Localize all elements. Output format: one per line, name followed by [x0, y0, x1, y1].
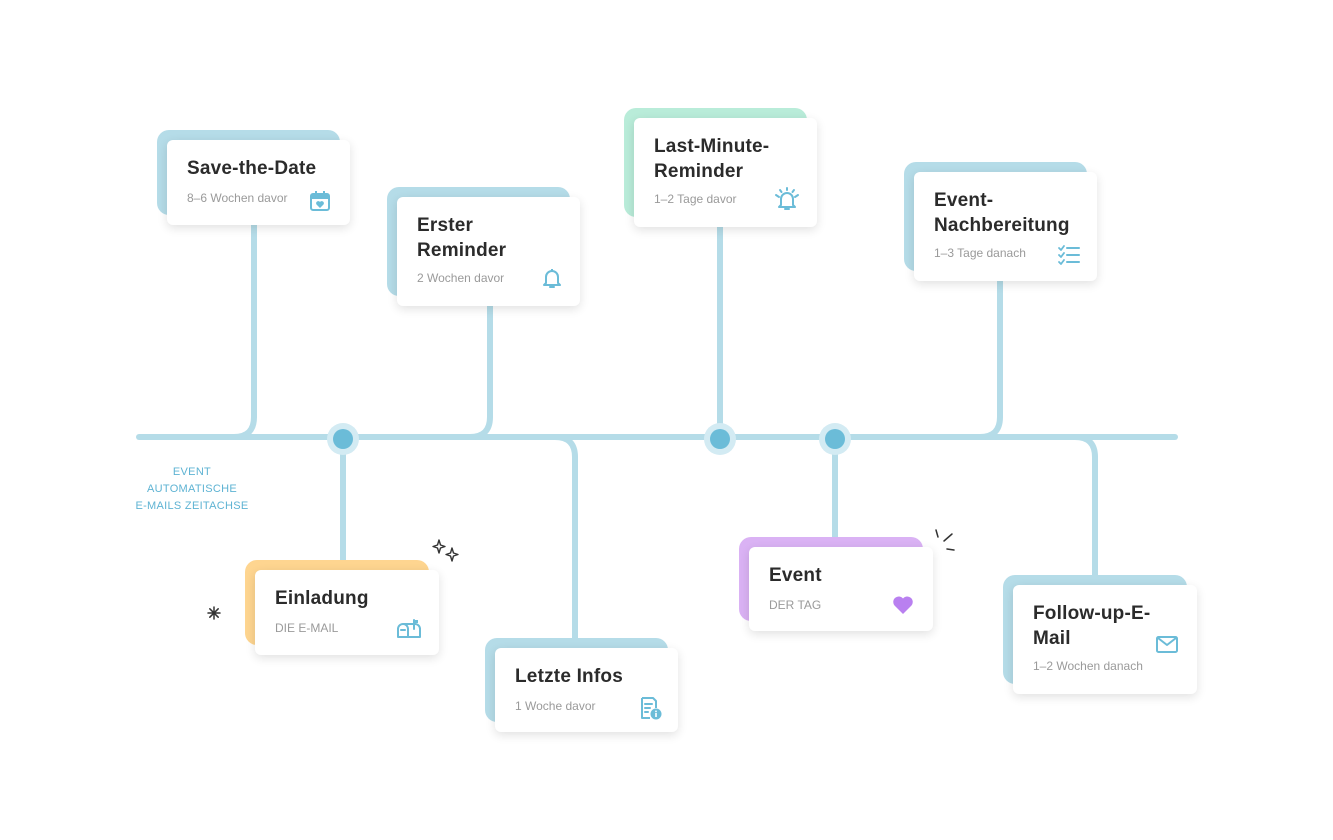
bell-icon: [543, 269, 561, 288]
card-title-line1: Event-: [934, 190, 994, 211]
checklist-icon: [1058, 245, 1080, 265]
sparkles-icon: [432, 539, 459, 562]
card-subtitle: 2 Wochen davor: [417, 271, 505, 285]
heart-icon: [893, 596, 913, 614]
card-body: Letzte Infos 1 Woche davor: [495, 648, 678, 732]
card-event: Event DER TAG: [739, 537, 933, 631]
connector-letzte-infos: [552, 434, 578, 643]
card-body: Save-the-Date 8–6 Wochen davor: [167, 140, 350, 225]
alarm-bell-icon: [775, 187, 799, 210]
dot: [333, 429, 353, 449]
card-title-line1: Last-Minute-: [654, 136, 770, 157]
axis-label-line2: E-MAILS ZEITACHSE: [135, 500, 249, 512]
card-body: Erster Reminder 2 Wochen davor: [397, 197, 580, 306]
timeline-dots: [327, 423, 851, 455]
card-title-line2: Mail: [1033, 628, 1071, 649]
card-body: Einladung DIE E-MAIL: [255, 570, 439, 655]
card-subtitle: 1–3 Tage danach: [934, 246, 1026, 260]
card-einladung: Einladung DIE E-MAIL: [245, 560, 439, 655]
card-title-line2: Reminder: [417, 240, 507, 261]
card-title: Einladung: [275, 588, 369, 609]
card-title: Event: [769, 565, 822, 586]
card-subtitle: 1–2 Tage davor: [654, 192, 737, 206]
asterisk-icon: [207, 606, 221, 620]
card-title-line1: Erster: [417, 215, 474, 236]
connector-save-the-date: [231, 222, 257, 440]
dot: [825, 429, 845, 449]
axis-label-line1: EVENT AUTOMATISCHE: [147, 466, 237, 495]
card-title: Save-the-Date: [187, 158, 317, 179]
card-title-line1: Follow-up-E-: [1033, 603, 1151, 624]
card-save-the-date: Save-the-Date 8–6 Wochen davor: [157, 130, 350, 225]
card-title: Letzte Infos: [515, 666, 623, 687]
connector-follow-up: [1072, 434, 1098, 579]
card-event-nachbereitung: Event- Nachbereitung 1–3 Tage danach: [904, 162, 1097, 281]
card-body: Event- Nachbereitung 1–3 Tage danach: [914, 172, 1097, 281]
card-subtitle: DIE E-MAIL: [275, 621, 339, 635]
card-follow-up-email: Follow-up-E- Mail 1–2 Wochen danach: [1003, 575, 1197, 694]
card-body: Event DER TAG: [749, 547, 933, 631]
card-subtitle: 1 Woche davor: [515, 699, 596, 713]
dot: [710, 429, 730, 449]
mailbox-icon: [397, 619, 421, 638]
document-info-icon: [641, 697, 662, 720]
card-title-line2: Reminder: [654, 161, 744, 182]
envelope-icon: [1156, 636, 1178, 653]
connector-erster-reminder: [467, 302, 493, 440]
calendar-heart-icon: [310, 191, 330, 211]
card-subtitle: DER TAG: [769, 598, 822, 612]
card-letzte-infos: Letzte Infos 1 Woche davor: [485, 638, 678, 732]
card-body: Follow-up-E- Mail 1–2 Wochen danach: [1013, 585, 1197, 694]
axis-label: EVENT AUTOMATISCHE E-MAILS ZEITACHSE: [128, 464, 256, 515]
card-title-line2: Nachbereitung: [934, 215, 1070, 236]
card-subtitle: 1–2 Wochen danach: [1033, 659, 1143, 673]
connector-nachbereitung: [977, 277, 1003, 440]
card-subtitle: 8–6 Wochen davor: [187, 191, 288, 205]
card-erster-reminder: Erster Reminder 2 Wochen davor: [387, 187, 580, 306]
card-body: Last-Minute- Reminder 1–2 Tage davor: [634, 118, 817, 227]
card-last-minute-reminder: Last-Minute- Reminder 1–2 Tage davor: [624, 108, 817, 227]
burst-lines-icon: [935, 529, 955, 551]
